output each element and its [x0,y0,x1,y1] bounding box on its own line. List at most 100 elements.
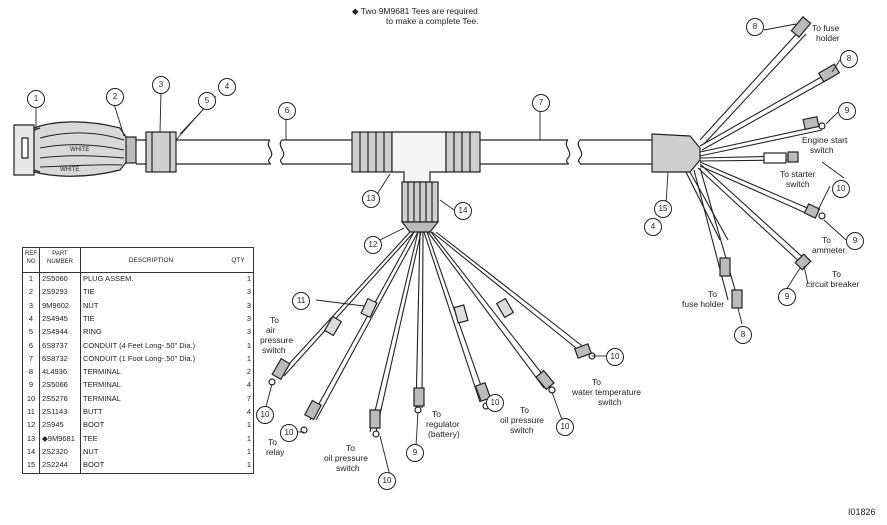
callout-10: 10 [556,418,574,436]
cell-desc: NUT [83,300,99,310]
callout-10: 10 [486,394,504,412]
cell-qty: 2 [246,367,251,377]
right-terminals [719,16,841,309]
label-starter-switch-1: To starter [780,169,816,179]
callout-9: 9 [778,288,796,306]
label-fuse-holder-bottom-2: fuse holder [682,299,725,309]
label-oil-pressure-right-3: switch [510,425,534,435]
label-engine-start-2: switch [810,145,834,155]
callout-8: 8 [746,18,764,36]
callout-14: 14 [454,202,472,220]
cell-desc: TIE [83,287,95,297]
table-header: REF NO PART NUMBER DESCRIPTION QTY [23,248,253,273]
label-air-pressure-2: air [266,325,276,335]
cell-qty: 1 [246,420,251,430]
cell-part: 6S8732 [42,353,68,363]
conduit-right [480,133,701,173]
cell-ref: 9 [28,380,34,390]
label-air-pressure-4: switch [262,345,286,355]
cell-part: 4L4936 [42,367,68,377]
cell-part: 2S2320 [42,446,68,456]
cell-qty: 3 [246,300,251,310]
conduit-left [136,131,352,173]
callout-2: 2 [106,88,124,106]
wire-label: WHITE [60,167,80,173]
label-circuit-breaker-2: circuit breaker [806,279,860,289]
callout-8: 8 [840,50,858,68]
cell-part: 6S8737 [42,340,68,350]
cell-ref: 11 [27,407,35,416]
callout-13: 13 [362,190,380,208]
callout-6: 6 [278,102,296,120]
wire-label: WHITE [70,147,90,153]
right-branch-wires [685,29,835,301]
plug-assembly [13,121,137,177]
cell-desc: TEE [83,433,98,443]
callout-10: 10 [378,472,396,490]
cell-desc: NUT [83,446,99,456]
cell-ref: 4 [28,313,34,323]
cell-part: 2S5066 [42,380,68,390]
cell-desc: CONDUIT (4 Feet Long-.50" Dia.) [83,340,196,350]
label-oil-pressure-right-2: oil pressure [500,415,544,425]
cell-desc: TERMINAL [83,380,121,390]
callout-10: 10 [280,424,298,442]
parts-table: REF NO PART NUMBER DESCRIPTION QTY 1 2S50… [22,247,254,474]
callout-9: 9 [838,102,856,120]
label-ammeter-1: To [822,235,831,245]
cell-part: 2S4945 [42,313,68,323]
cell-ref: 2 [28,287,34,297]
cell-desc: BOOT [83,460,105,470]
cell-qty: 1 [246,433,251,443]
callout-10: 10 [606,348,624,366]
cell-part: 2S9293 [42,287,68,297]
cell-part: 2S2244 [42,460,68,470]
tee-fitting [351,131,481,233]
label-relay-2: relay [266,447,285,457]
figure-id: I01826 [848,507,876,517]
cell-part: 2S1143 [42,407,68,416]
cell-qty: 1 [246,460,251,470]
cell-desc: BUTT [83,407,103,416]
cell-part: 2S945 [42,420,64,430]
label-oil-pressure-left-1: To [346,443,355,453]
label-relay-1: To [268,437,277,447]
cell-qty: 7 [246,393,251,403]
callout-9: 9 [406,444,424,462]
note-line-1: ◆ Two 9M9681 Tees are required [352,6,478,16]
callout-10: 10 [256,406,274,424]
cell-ref: 15 [26,460,36,470]
note-line-2: to make a complete Tee. [386,16,479,26]
cell-desc: TERMINAL [83,367,121,377]
bottom-branch-wires [277,231,591,433]
table-row: 8 4L4936 TERMINAL 2 [23,366,253,378]
bottom-terminals [268,343,596,438]
callout-5: 5 [198,92,216,110]
cell-qty: 4 [246,407,251,416]
cell-qty: 1 [246,340,251,350]
cell-qty: 3 [246,313,251,323]
label-engine-start-1: Engine start [802,135,848,145]
cell-ref: 8 [28,367,34,377]
cell-qty: 1 [246,274,251,283]
label-oil-pressure-left-2: oil pressure [324,453,368,463]
cell-ref: 5 [28,327,34,337]
cell-desc: TIE [83,313,95,323]
cell-ref: 1 [28,274,34,283]
callout-1: 1 [27,90,45,108]
label-regulator-1: To [432,409,441,419]
cell-part: 2S5060 [42,274,68,283]
cell-ref: 10 [26,393,36,403]
label-regulator-3: (battery) [428,429,460,439]
callout-7: 7 [532,94,550,112]
label-air-pressure-3: pressure [260,335,294,345]
callout-11: 11 [292,292,310,310]
label-ammeter-2: ammeter [812,245,846,255]
